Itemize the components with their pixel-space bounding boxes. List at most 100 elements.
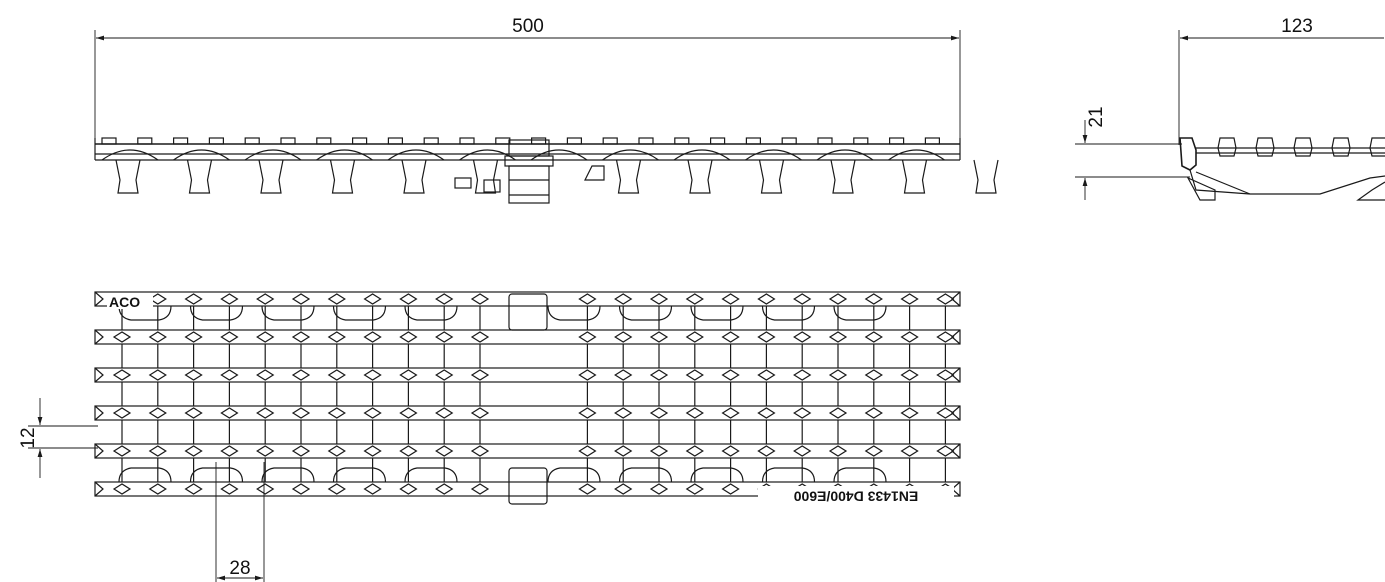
diamond-mark bbox=[435, 483, 454, 495]
diamond-mark bbox=[649, 445, 669, 457]
diamond-mark bbox=[578, 331, 597, 343]
diamond-mark bbox=[435, 331, 454, 343]
diamond-mark bbox=[828, 331, 848, 343]
plan-arch bbox=[332, 467, 387, 483]
diamond-mark bbox=[435, 407, 454, 419]
diamond-mark bbox=[721, 445, 740, 457]
diamond-mark bbox=[793, 445, 812, 457]
diamond-mark bbox=[685, 483, 704, 495]
diamond-mark bbox=[435, 369, 454, 381]
brand-mark: ACO bbox=[109, 294, 140, 310]
profile-tooth bbox=[1293, 137, 1313, 157]
diamond-mark bbox=[470, 293, 490, 305]
profile-foot bbox=[1186, 176, 1216, 201]
diamond-mark bbox=[614, 369, 633, 381]
diamond-mark bbox=[864, 293, 883, 305]
diamond-mark bbox=[363, 483, 382, 495]
diamond-mark bbox=[363, 445, 382, 457]
dimension-label-length: 500 bbox=[512, 16, 544, 37]
plan-arch bbox=[690, 467, 744, 483]
plan-arch bbox=[690, 305, 744, 321]
diamond-mark bbox=[936, 369, 955, 381]
diamond-mark bbox=[327, 483, 346, 495]
plan-view: ACO EN1433 D400/E600 12 28 bbox=[18, 291, 961, 582]
diamond-mark bbox=[578, 445, 597, 457]
diamond-mark bbox=[399, 331, 418, 343]
diamond-mark bbox=[327, 369, 346, 381]
plan-bar bbox=[94, 443, 961, 459]
top-nub bbox=[709, 137, 726, 145]
top-nub bbox=[208, 137, 224, 145]
diamond-mark bbox=[757, 331, 776, 343]
plan-arch bbox=[261, 467, 315, 483]
top-nub bbox=[530, 137, 547, 145]
diamond-mark bbox=[148, 483, 167, 495]
top-nub bbox=[280, 137, 296, 145]
diamond-mark bbox=[900, 369, 919, 381]
diamond-mark bbox=[327, 445, 346, 457]
diamond-mark bbox=[828, 407, 848, 419]
diamond-mark bbox=[864, 369, 883, 381]
diamond-mark bbox=[649, 483, 669, 495]
diamond-mark bbox=[614, 483, 633, 495]
diamond-mark bbox=[936, 331, 955, 343]
brand-mark-bg bbox=[107, 293, 153, 309]
plan-bar-end bbox=[94, 367, 104, 383]
diamond-mark bbox=[578, 407, 597, 419]
diamond-mark bbox=[291, 445, 311, 457]
diamond-mark bbox=[184, 331, 203, 343]
plan-arch bbox=[118, 305, 172, 321]
diamond-mark bbox=[721, 483, 740, 495]
diamond-mark bbox=[220, 293, 239, 305]
diamond-mark bbox=[256, 407, 275, 419]
diamond-mark bbox=[936, 407, 955, 419]
diamond-mark bbox=[578, 293, 597, 305]
diamond-mark bbox=[864, 445, 883, 457]
plan-arch bbox=[404, 305, 458, 321]
plan-arch bbox=[761, 305, 816, 321]
profile-tooth bbox=[1331, 137, 1351, 157]
diamond-mark bbox=[220, 331, 239, 343]
diamond-mark bbox=[828, 369, 848, 381]
diamond-mark bbox=[291, 483, 311, 495]
diamond-mark bbox=[327, 407, 346, 419]
diamond-mark bbox=[256, 293, 275, 305]
diamond-mark bbox=[148, 293, 167, 305]
standard-mark: EN1433 D400/E600 bbox=[794, 488, 919, 504]
diamond-mark bbox=[614, 331, 633, 343]
plan-bar-end bbox=[951, 367, 961, 383]
plan-arch bbox=[189, 467, 244, 483]
plan-arch bbox=[261, 305, 315, 321]
plan-bar-end bbox=[94, 481, 104, 497]
profile-left bbox=[1179, 137, 1197, 171]
plan-arch bbox=[332, 305, 387, 321]
diamond-mark bbox=[828, 293, 848, 305]
diamond-mark bbox=[614, 445, 633, 457]
plan-arch bbox=[618, 305, 673, 321]
diamond-mark bbox=[363, 293, 382, 305]
diamond-mark bbox=[327, 293, 346, 305]
diamond-mark bbox=[828, 445, 848, 457]
plan-arch bbox=[761, 467, 816, 483]
plan-bar-end bbox=[951, 329, 961, 345]
diamond-mark bbox=[112, 407, 132, 419]
diamond-mark bbox=[220, 483, 239, 495]
diamond-mark bbox=[435, 293, 454, 305]
arch-feet bbox=[115, 159, 999, 194]
profile-teeth bbox=[1217, 137, 1385, 157]
top-nub bbox=[387, 137, 403, 145]
diamond-mark bbox=[685, 407, 704, 419]
side-lug bbox=[584, 165, 605, 181]
diamond-mark bbox=[685, 331, 704, 343]
profile-tooth bbox=[1255, 137, 1275, 157]
diamond-mark bbox=[112, 483, 132, 495]
plan-bar bbox=[94, 481, 961, 497]
diamond-mark bbox=[470, 331, 490, 343]
top-nub bbox=[638, 137, 654, 145]
diamond-mark bbox=[936, 293, 955, 305]
end-view: 123 21 bbox=[1075, 16, 1385, 201]
plan-arch bbox=[547, 305, 601, 321]
diamond-mark bbox=[649, 407, 669, 419]
diamond-mark bbox=[685, 445, 704, 457]
